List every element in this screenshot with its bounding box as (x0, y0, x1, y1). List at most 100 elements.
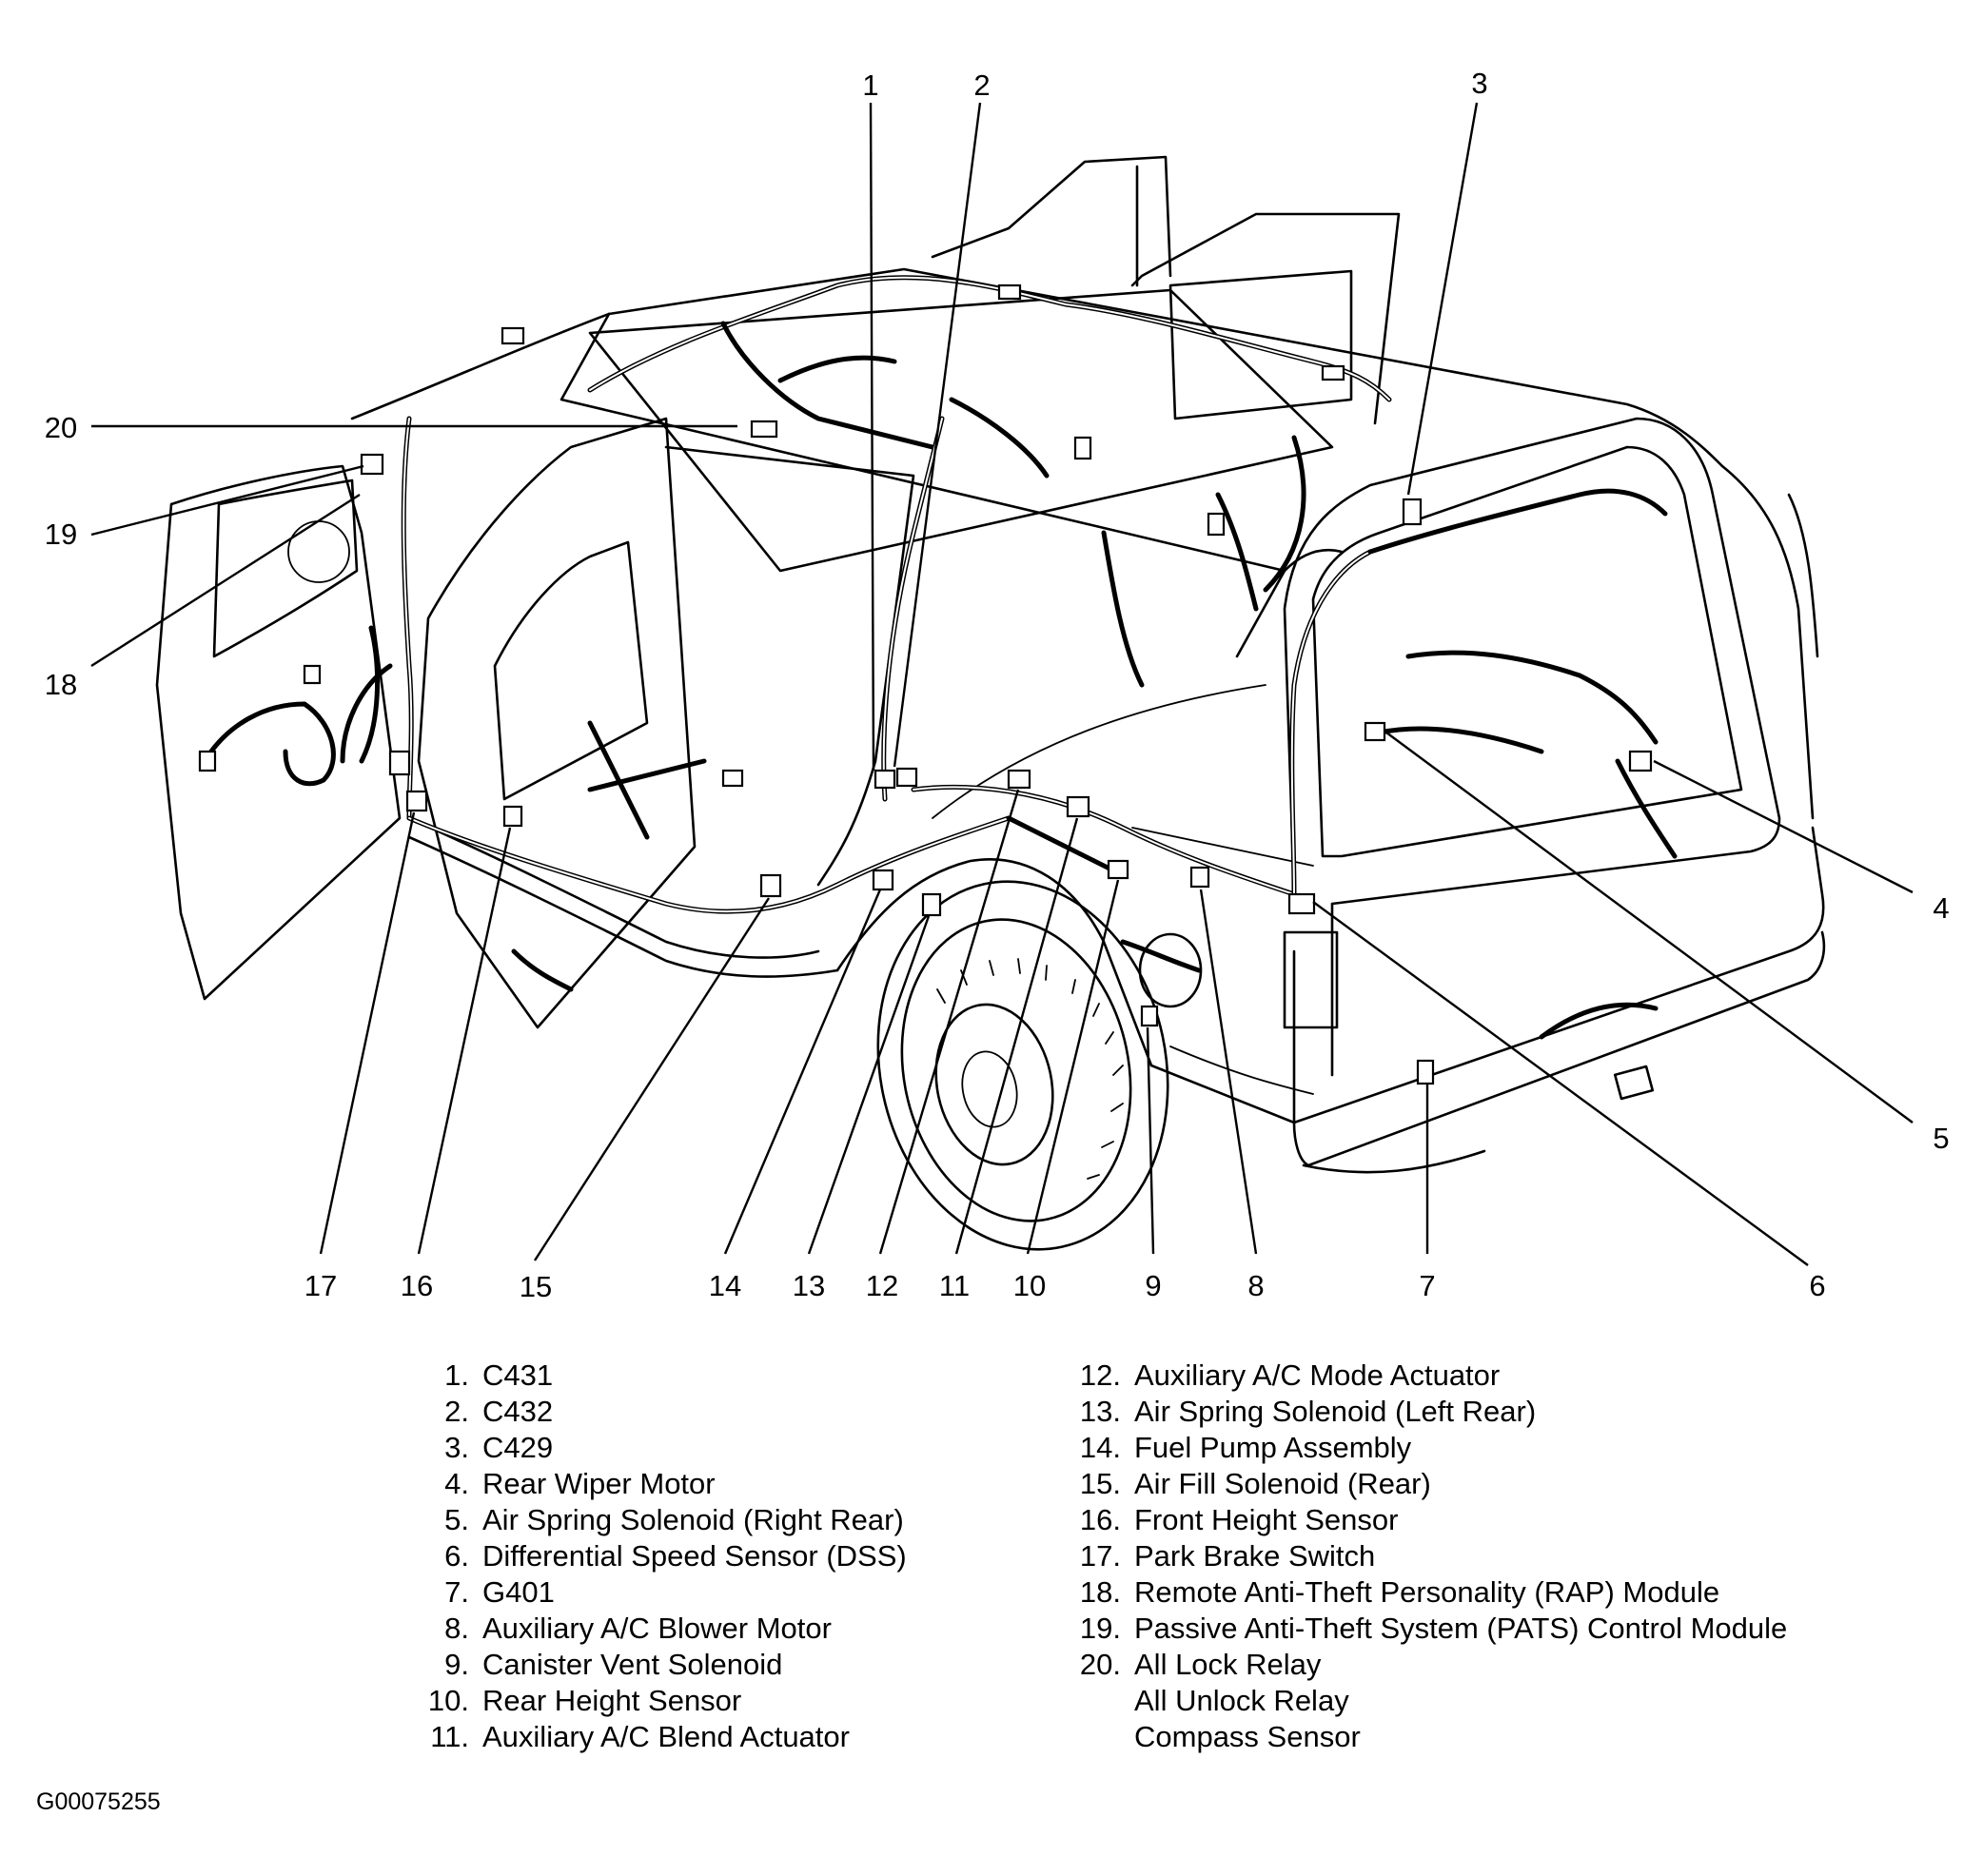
legend-label-line: C431 (482, 1358, 554, 1392)
legend-number: 5. (444, 1503, 469, 1536)
callout-13: 13 (793, 1269, 825, 1302)
legend-label-line: All Unlock Relay (1134, 1684, 1349, 1717)
legend-number: 20. (1079, 1648, 1121, 1681)
legend-item: 7. G401 (412, 1574, 907, 1611)
callout-15: 15 (520, 1270, 552, 1303)
legend-label-line: Air Fill Solenoid (Rear) (1134, 1467, 1431, 1500)
legend-label-line: Air Spring Solenoid (Right Rear) (482, 1503, 904, 1536)
legend-label: G401 (482, 1574, 555, 1611)
legend-item: 15. Air Fill Solenoid (Rear) (1056, 1466, 1787, 1502)
legend-label-line: All Lock Relay (1134, 1648, 1322, 1681)
legend-item: 14. Fuel Pump Assembly (1056, 1430, 1787, 1466)
legend-label: Passive Anti-Theft System (PATS) Control… (1134, 1611, 1787, 1647)
legend-label-line: Park Brake Switch (1134, 1539, 1376, 1573)
legend-label: Remote Anti-Theft Personality (RAP) Modu… (1134, 1574, 1719, 1611)
legend-label: Auxiliary A/C Blend Actuator (482, 1719, 850, 1755)
legend-label-line: Air Spring Solenoid (Left Rear) (1134, 1395, 1537, 1428)
callout-5: 5 (1933, 1122, 1949, 1155)
legend-item: 12. Auxiliary A/C Mode Actuator (1056, 1358, 1787, 1394)
legend-number: 7. (444, 1575, 469, 1609)
callout-20: 20 (45, 411, 77, 444)
legend-number: 6. (444, 1539, 469, 1573)
legend-number: 9. (444, 1648, 469, 1681)
legend-number: 4. (444, 1467, 469, 1500)
legend-number: 13. (1079, 1395, 1121, 1428)
wiring-harnesses (202, 275, 1678, 1040)
callout-17: 17 (304, 1269, 337, 1302)
legend-item: 11. Auxiliary A/C Blend Actuator (412, 1719, 907, 1755)
callout-6: 6 (1809, 1269, 1825, 1302)
legend-label-line: Auxiliary A/C Blower Motor (482, 1612, 832, 1645)
legend-label: Canister Vent Solenoid (482, 1647, 782, 1683)
legend-label: Air Spring Solenoid (Left Rear) (1134, 1394, 1536, 1430)
legend-number: 3. (444, 1431, 469, 1464)
legend-label-line: Auxiliary A/C Blend Actuator (482, 1720, 850, 1753)
leader-lines (90, 102, 1914, 1266)
legend-item: 6. Differential Speed Sensor (DSS) (412, 1538, 907, 1574)
legend-label-line: G401 (482, 1575, 555, 1609)
legend-right-column: 12. Auxiliary A/C Mode Actuator 13. Air Spr… (1056, 1358, 1787, 1755)
components (198, 283, 1653, 1085)
legend-label: Front Height Sensor (1134, 1502, 1398, 1538)
legend-label: Auxiliary A/C Blower Motor (482, 1611, 832, 1647)
legend-label-line: Rear Wiper Motor (482, 1467, 716, 1500)
legend-item: 9. Canister Vent Solenoid (412, 1647, 907, 1683)
legend-label: C432 (482, 1394, 553, 1430)
legend-label-line: Rear Height Sensor (482, 1684, 742, 1717)
legend-label-line: Fuel Pump Assembly (1134, 1431, 1412, 1464)
legend-label-line: Passive Anti-Theft System (PATS) Control… (1134, 1612, 1788, 1645)
legend-label-line: C432 (482, 1395, 554, 1428)
vehicle-wiring-diagram: 1 2 3 4 5 6 7 8 9 10 11 12 13 14 15 16 1… (45, 67, 1950, 1303)
legend-label-line: C429 (482, 1431, 554, 1464)
callout-10: 10 (1013, 1269, 1046, 1302)
legend-number: 17. (1079, 1539, 1121, 1573)
legend-label: C429 (482, 1430, 553, 1466)
legend-label: Park Brake Switch (1134, 1538, 1375, 1574)
legend-label: Air Fill Solenoid (Rear) (1134, 1466, 1431, 1502)
callout-3: 3 (1471, 67, 1487, 100)
callout-12: 12 (866, 1269, 898, 1302)
figure-id: G00075255 (36, 1788, 161, 1815)
legend-left-column: 1. C431 2. C432 3. C429 4. Rear Wiper Motor 5. Ai… (412, 1358, 907, 1755)
legend-item: 1. C431 (412, 1358, 907, 1394)
legend-item: 17. Park Brake Switch (1056, 1538, 1787, 1574)
callout-11: 11 (939, 1269, 970, 1302)
legend-label: Rear Height Sensor (482, 1683, 741, 1719)
legend-item: 3. C429 (412, 1430, 907, 1466)
callout-labels: 1 2 3 4 5 6 7 8 9 10 11 12 13 14 15 16 1… (45, 67, 1950, 1303)
callout-4: 4 (1933, 891, 1949, 925)
legend-label: Air Spring Solenoid (Right Rear) (482, 1502, 904, 1538)
legend-label: Auxiliary A/C Mode Actuator (1134, 1358, 1500, 1394)
legend-number: 1. (444, 1358, 469, 1392)
legend-label: Fuel Pump Assembly (1134, 1430, 1411, 1466)
legend-label-line: Front Height Sensor (1134, 1503, 1399, 1536)
legend-number: 2. (444, 1395, 469, 1428)
legend-label-line: Auxiliary A/C Mode Actuator (1134, 1358, 1501, 1392)
legend-number: 11. (430, 1720, 469, 1753)
vehicle-body (155, 155, 1826, 1251)
legend-label-line: Differential Speed Sensor (DSS) (482, 1539, 907, 1573)
callout-2: 2 (973, 68, 990, 102)
legend-number: 8. (444, 1612, 469, 1645)
legend-label: Differential Speed Sensor (DSS) (482, 1538, 907, 1574)
legend-number: 10. (427, 1684, 469, 1717)
legend-number: 15. (1079, 1467, 1121, 1500)
legend-number: 14. (1079, 1431, 1121, 1464)
legend-item: 16.Front Height Sensor (1056, 1502, 1787, 1538)
legend-item: 4. Rear Wiper Motor (412, 1466, 907, 1502)
callout-16: 16 (401, 1269, 433, 1302)
legend-item: 13. Air Spring Solenoid (Left Rear) (1056, 1394, 1787, 1430)
legend-label-line: Canister Vent Solenoid (482, 1648, 783, 1681)
legend-label-line: Remote Anti-Theft Personality (RAP) Modu… (1134, 1575, 1720, 1609)
legend-number: 12. (1079, 1358, 1121, 1392)
legend-number: 19. (1079, 1612, 1121, 1645)
legend-label: C431 (482, 1358, 553, 1394)
legend-number: 18. (1079, 1575, 1121, 1609)
legend-item: 10. Rear Height Sensor (412, 1683, 907, 1719)
callout-9: 9 (1145, 1269, 1161, 1302)
legend-label-line: Compass Sensor (1134, 1720, 1361, 1753)
callout-8: 8 (1247, 1269, 1264, 1302)
callout-7: 7 (1419, 1269, 1435, 1302)
